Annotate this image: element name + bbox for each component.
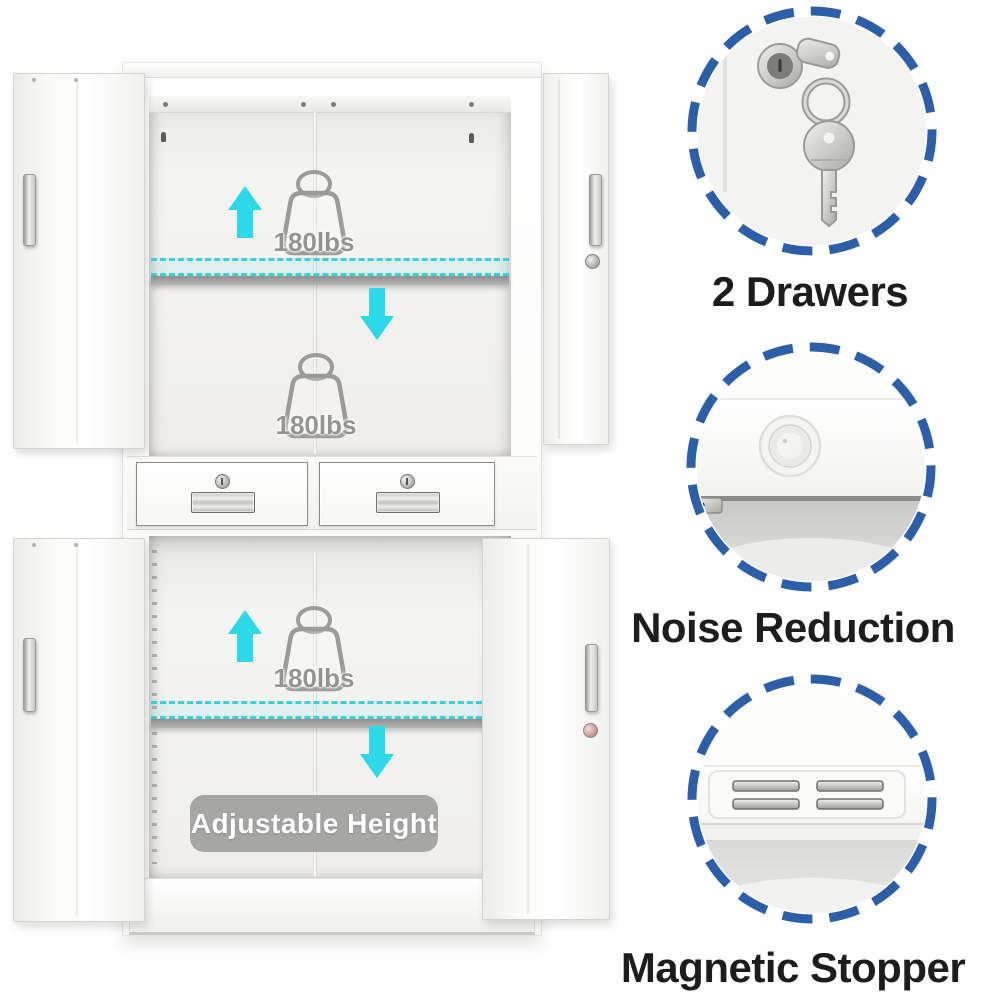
shelf-front-edge bbox=[151, 276, 509, 285]
cabinet-base-plinth bbox=[129, 878, 535, 935]
back-panel-seam bbox=[313, 552, 317, 876]
screw-icon bbox=[32, 78, 36, 82]
door-crease bbox=[76, 79, 78, 443]
shelf-highlight-dashed bbox=[151, 258, 509, 276]
door-lock-icon bbox=[585, 254, 600, 269]
callout-label-drawers: 2 Drawers bbox=[711, 268, 909, 315]
shelf-front-edge bbox=[151, 719, 509, 728]
up-arrow-icon bbox=[228, 186, 262, 238]
down-arrow-icon bbox=[360, 288, 394, 340]
weight-capacity-icon: 180lbs bbox=[268, 170, 360, 262]
drawer-handle bbox=[376, 492, 440, 513]
up-arrow-icon bbox=[228, 610, 262, 662]
screw-icon bbox=[74, 78, 78, 82]
shelf-adjustment-holes bbox=[152, 550, 157, 864]
drawer-right bbox=[319, 462, 495, 526]
cabinet-top-lid bbox=[123, 63, 541, 78]
keyhole-slot-icon bbox=[469, 133, 474, 143]
screw-icon bbox=[301, 102, 306, 107]
callout-label-magnet: Magnetic Stopper bbox=[620, 944, 966, 991]
callout-circle-noise bbox=[686, 342, 936, 592]
callout-label-noise: Noise Reduction bbox=[631, 604, 955, 651]
screw-icon bbox=[331, 102, 336, 107]
door-crease bbox=[527, 544, 529, 914]
drawer-handle bbox=[191, 492, 255, 513]
screw-icon bbox=[163, 102, 168, 107]
rubber-damper-icon bbox=[697, 353, 925, 581]
adjustable-shelf-upper bbox=[151, 258, 509, 285]
door-crease bbox=[558, 79, 560, 439]
upper-compartment bbox=[149, 96, 511, 456]
door-handle bbox=[589, 174, 602, 246]
adjustable-height-banner: Adjustable Height bbox=[190, 795, 438, 852]
door-upper-right bbox=[543, 73, 609, 445]
door-lock-icon bbox=[583, 723, 598, 738]
cabinet-body bbox=[122, 62, 542, 936]
door-crease bbox=[76, 544, 78, 916]
callout-circle-magnet bbox=[687, 674, 937, 924]
callout-circle-drawers bbox=[687, 6, 937, 256]
screw-icon bbox=[32, 543, 36, 547]
drawer-left bbox=[136, 462, 308, 526]
interior-top-rail bbox=[149, 96, 511, 113]
adjustable-height-label: Adjustable Height bbox=[190, 807, 438, 839]
door-handle bbox=[585, 644, 598, 712]
down-arrow-icon bbox=[360, 726, 394, 778]
cam-lock-icon bbox=[400, 474, 415, 489]
lock-and-keys-icon bbox=[698, 17, 926, 245]
door-lower-left bbox=[13, 538, 145, 922]
door-upper-left bbox=[13, 73, 145, 449]
door-handle bbox=[23, 174, 36, 246]
weight-capacity-label: 180lbs bbox=[273, 663, 355, 693]
door-lower-right bbox=[482, 538, 610, 920]
keyhole-slot-icon bbox=[161, 132, 166, 142]
drawer-section bbox=[127, 456, 537, 530]
weight-capacity-label: 180lbs bbox=[275, 410, 357, 440]
door-handle bbox=[23, 638, 36, 712]
screw-icon bbox=[469, 102, 474, 107]
magnetic-strips-icon bbox=[698, 685, 926, 913]
screw-icon bbox=[74, 543, 78, 547]
weight-capacity-label: 180lbs bbox=[273, 227, 355, 257]
shelf-highlight-dashed bbox=[151, 701, 509, 719]
weight-capacity-icon: 180lbs bbox=[268, 606, 360, 698]
weight-capacity-icon: 180lbs bbox=[270, 353, 362, 445]
adjustable-shelf-lower bbox=[151, 701, 509, 728]
cam-lock-icon bbox=[215, 474, 230, 489]
